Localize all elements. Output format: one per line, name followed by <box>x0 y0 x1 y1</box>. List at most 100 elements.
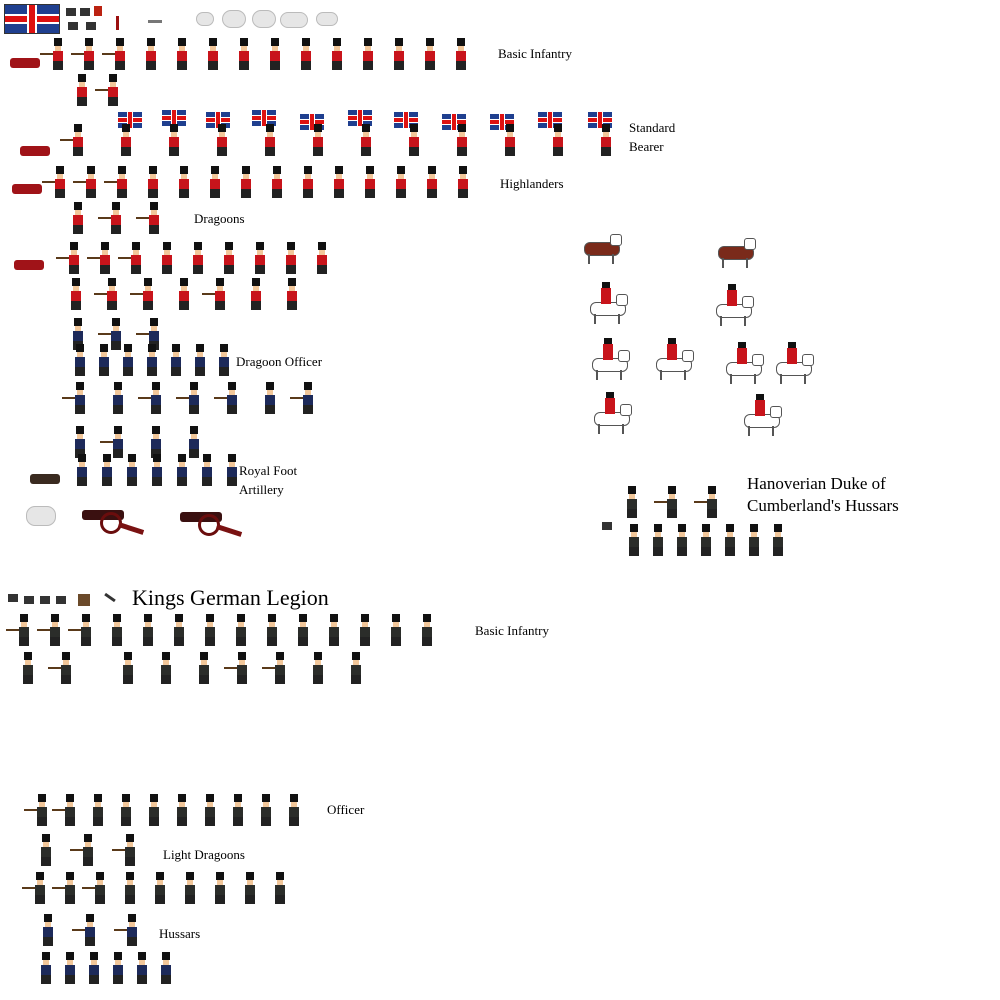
standard-bearer-sprite <box>210 124 234 156</box>
hanoverian-hussar-sprite <box>694 524 718 556</box>
dragoon-sprite <box>130 278 160 310</box>
light-dragoon-sprite <box>178 872 202 904</box>
dragoon-sprite <box>248 242 272 274</box>
infantry-sprite <box>102 38 132 70</box>
cannon-smoke-icon <box>26 506 56 526</box>
musket-smoke-icon <box>316 12 338 26</box>
shako-icon <box>8 594 18 602</box>
dragoon-officer-sprite <box>140 344 164 376</box>
light-dragoon-sprite <box>208 872 232 904</box>
union-jack-icon <box>252 110 276 126</box>
kgl-officer-sprite <box>114 794 138 826</box>
infantry-sprite <box>40 38 70 70</box>
ramrod-icon <box>148 20 162 23</box>
hanoverian-hussar-sprite <box>654 486 684 518</box>
dragoon-officer-sprite <box>144 426 168 458</box>
shako-icon <box>80 8 90 16</box>
white-horse-icon <box>714 232 760 268</box>
kgl-hussar-sprite <box>36 914 60 946</box>
kgl-hussar-sprite <box>72 914 102 946</box>
label-kgl-officer: Officer <box>327 802 365 817</box>
standard-bearer-sprite <box>306 124 330 156</box>
fallen-soldier-sprite <box>602 522 612 530</box>
dragoons-row-1 <box>56 242 334 274</box>
kgl-infantry-sprite <box>6 614 36 646</box>
mounted-hussar-sprite <box>712 284 758 326</box>
infantry-sprite <box>294 38 318 70</box>
dragoon-officer-sprite <box>106 382 130 414</box>
kgl-officer-row <box>24 794 306 826</box>
label-standard-bearer-line1: Standard <box>629 120 676 135</box>
kgl-infantry-sprite <box>353 614 377 646</box>
kgl-infantry-sprite <box>322 614 346 646</box>
kgl-light-dragoons-row-2 <box>22 872 292 904</box>
shako-icon <box>66 8 76 16</box>
kgl-hussar-sprite <box>82 952 106 984</box>
dragoon-officer-sprite <box>92 344 116 376</box>
highlander-sprite <box>234 166 258 198</box>
highlander-sprite <box>73 166 103 198</box>
infantry-sprite <box>71 38 101 70</box>
highlander-sprite <box>451 166 475 198</box>
highlander-sprite <box>420 166 444 198</box>
mounted-hussar-sprite <box>652 338 698 380</box>
highlander-sprite <box>358 166 382 198</box>
shako-icon <box>86 22 96 30</box>
union-jack-icon <box>4 4 60 34</box>
kgl-officer-sprite <box>24 794 54 826</box>
label-dragoons: Dragoons <box>194 211 245 226</box>
dragoon-officer-sprite <box>188 344 212 376</box>
label-hanoverian-line1: Hanoverian Duke of <box>747 474 886 493</box>
dragoon-officer-sprite <box>176 382 206 414</box>
infantry-sprite <box>232 38 256 70</box>
fallen-soldier-sprite <box>20 146 50 156</box>
musket-smoke-icon <box>196 12 214 26</box>
mounted-hussar-sprite <box>772 342 818 384</box>
kgl-hussar-sprite <box>130 952 154 984</box>
artillery-sprite <box>145 454 169 486</box>
dragoon-sprite <box>217 242 241 274</box>
hanoverian-hussar-sprite <box>742 524 766 556</box>
kgl-light-dragoons-row-1 <box>34 834 142 866</box>
highlander-sprite <box>172 166 196 198</box>
musket-smoke-icon <box>252 10 276 28</box>
kgl-infantry-sprite <box>105 614 129 646</box>
dragoon-sprite <box>56 242 86 274</box>
infantry-sprite <box>201 38 225 70</box>
standard-bearer-sprite <box>498 124 522 156</box>
dragoon-officer-sprite <box>98 318 128 350</box>
light-dragoon-sprite <box>22 872 52 904</box>
label-highlanders: Highlanders <box>500 176 564 191</box>
kgl-officer-sprite <box>226 794 250 826</box>
royal-foot-artillery-row <box>70 454 244 486</box>
kgl-infantry-sprite <box>306 652 330 684</box>
highlander-sprite <box>42 166 72 198</box>
highlander-sprite <box>327 166 351 198</box>
musket-smoke-icon <box>280 12 308 28</box>
highlander-sprite <box>296 166 320 198</box>
mounted-hussar-sprite <box>588 338 634 380</box>
dragoon-sprite <box>98 202 128 234</box>
fallen-soldier-sprite <box>30 474 60 484</box>
hanoverian-hussar-sprite <box>694 486 724 518</box>
standard-bearer-row <box>60 124 618 156</box>
kgl-officer-sprite <box>170 794 194 826</box>
highlander-sprite <box>265 166 289 198</box>
dragoon-officer-sprite <box>116 344 140 376</box>
kgl-infantry-sprite <box>116 652 140 684</box>
cannon-icon <box>180 506 244 540</box>
artillery-sprite <box>95 454 119 486</box>
hanoverian-hussars-row-1 <box>620 486 724 518</box>
light-dragoon-sprite <box>112 834 142 866</box>
standard-bearer-sprite <box>162 124 186 156</box>
dragoon-sprite <box>66 202 90 234</box>
infantry-sprite <box>387 38 411 70</box>
label-basic-infantry: Basic Infantry <box>498 46 573 61</box>
highlander-sprite <box>389 166 413 198</box>
dragoon-sprite <box>186 242 210 274</box>
dragoon-officer-sprite <box>68 426 92 458</box>
artillery-sprite <box>220 454 244 486</box>
kgl-infantry-sprite <box>68 614 98 646</box>
light-dragoon-sprite <box>148 872 172 904</box>
highlander-sprite <box>104 166 134 198</box>
